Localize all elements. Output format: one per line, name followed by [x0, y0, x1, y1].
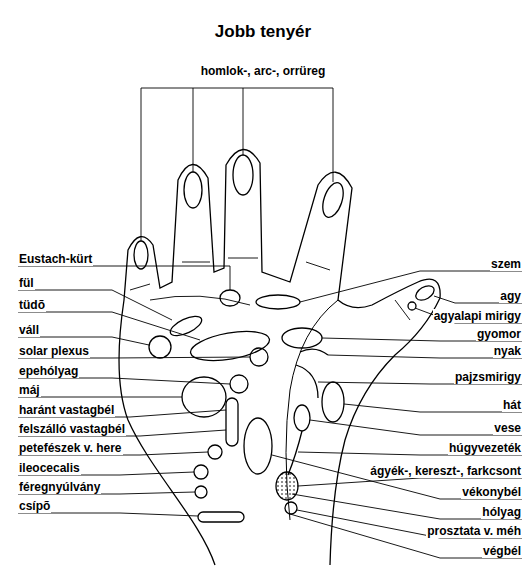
- organ-zone: [296, 365, 318, 398]
- organ-zone: [408, 302, 416, 310]
- zone-label: fül: [18, 276, 35, 290]
- organ-zone: [413, 283, 436, 303]
- leader-line: [290, 514, 522, 558]
- organ-zone: [233, 155, 253, 195]
- leader-line: [415, 308, 522, 323]
- leader-line: [310, 420, 522, 435]
- organ-zone: [194, 465, 208, 479]
- zone-label: solar plexus: [18, 344, 90, 358]
- zone-label: hólyag: [481, 505, 522, 519]
- zone-label: prosztata v. méh: [426, 524, 522, 538]
- zone-label: hát: [502, 398, 522, 412]
- zone-label: agyalapi mirigy: [433, 309, 522, 323]
- organ-zone: [195, 486, 207, 498]
- organ-zone: [230, 375, 248, 393]
- leader-line: [18, 397, 182, 398]
- organ-zone: [244, 418, 272, 474]
- zone-label: felszálló vastagbél: [18, 422, 126, 436]
- zone-label: szem: [490, 257, 522, 271]
- leader-line: [272, 455, 522, 499]
- zone-label: agy: [499, 289, 522, 303]
- zone-label: nyak: [493, 344, 522, 358]
- zone-heading: homlok-, arc-, orrüreg: [200, 64, 327, 78]
- zone-label: tüdõ: [18, 298, 46, 312]
- finger-crease: [130, 258, 410, 320]
- organ-zone: [285, 502, 297, 514]
- zone-label: petefészek v. here: [18, 441, 123, 455]
- organ-zone: [276, 472, 298, 500]
- zone-label: gyomor: [476, 327, 522, 341]
- zone-label: haránt vastagbél: [18, 403, 115, 417]
- zone-label: vese: [493, 421, 522, 435]
- organ-zone: [188, 326, 271, 365]
- organ-zone: [256, 295, 300, 309]
- organ-zone: [300, 349, 328, 355]
- leader-line: [300, 271, 522, 302]
- zone-label: epehólyag: [18, 364, 79, 378]
- palm-crease: [150, 296, 250, 305]
- zone-label: váll: [18, 323, 40, 337]
- organ-zone: [184, 172, 202, 208]
- organ-zone: [294, 405, 310, 431]
- organ-zone: [226, 398, 238, 446]
- organ-zone: [250, 348, 268, 366]
- organ-zone: [198, 512, 244, 522]
- zone-label: pajzsmirigy: [454, 370, 522, 384]
- zone-label: Eustach-kürt: [18, 252, 93, 266]
- zone-label: végbél: [482, 544, 522, 558]
- zone-label: máj: [18, 383, 41, 397]
- organ-zone: [134, 241, 148, 269]
- organ-zone: [208, 445, 222, 459]
- organ-zone: [322, 382, 344, 422]
- zone-label: vékonybél: [461, 485, 522, 499]
- leader-line: [18, 290, 172, 320]
- zone-label: húgyvezeték: [448, 441, 522, 455]
- leader-line: [18, 513, 198, 516]
- leader-line: [141, 88, 333, 241]
- zone-label: féregnyúlvány: [18, 480, 101, 494]
- organ-zone: [282, 328, 322, 348]
- leader-line: [344, 404, 522, 412]
- organ-zone: [288, 431, 302, 475]
- zone-label: ágyék-, kereszt-, farkcsont: [369, 464, 522, 478]
- chart-title: Jobb tenyér: [0, 22, 526, 42]
- zone-label: ileocecalis: [18, 461, 81, 475]
- organ-zone: [149, 336, 171, 358]
- leader-line: [18, 378, 230, 384]
- organ-zone: [220, 290, 240, 306]
- organ-zone: [319, 180, 347, 220]
- zone-label: csípõ: [18, 499, 51, 513]
- leader-line: [18, 312, 200, 340]
- leader-line: [18, 266, 230, 290]
